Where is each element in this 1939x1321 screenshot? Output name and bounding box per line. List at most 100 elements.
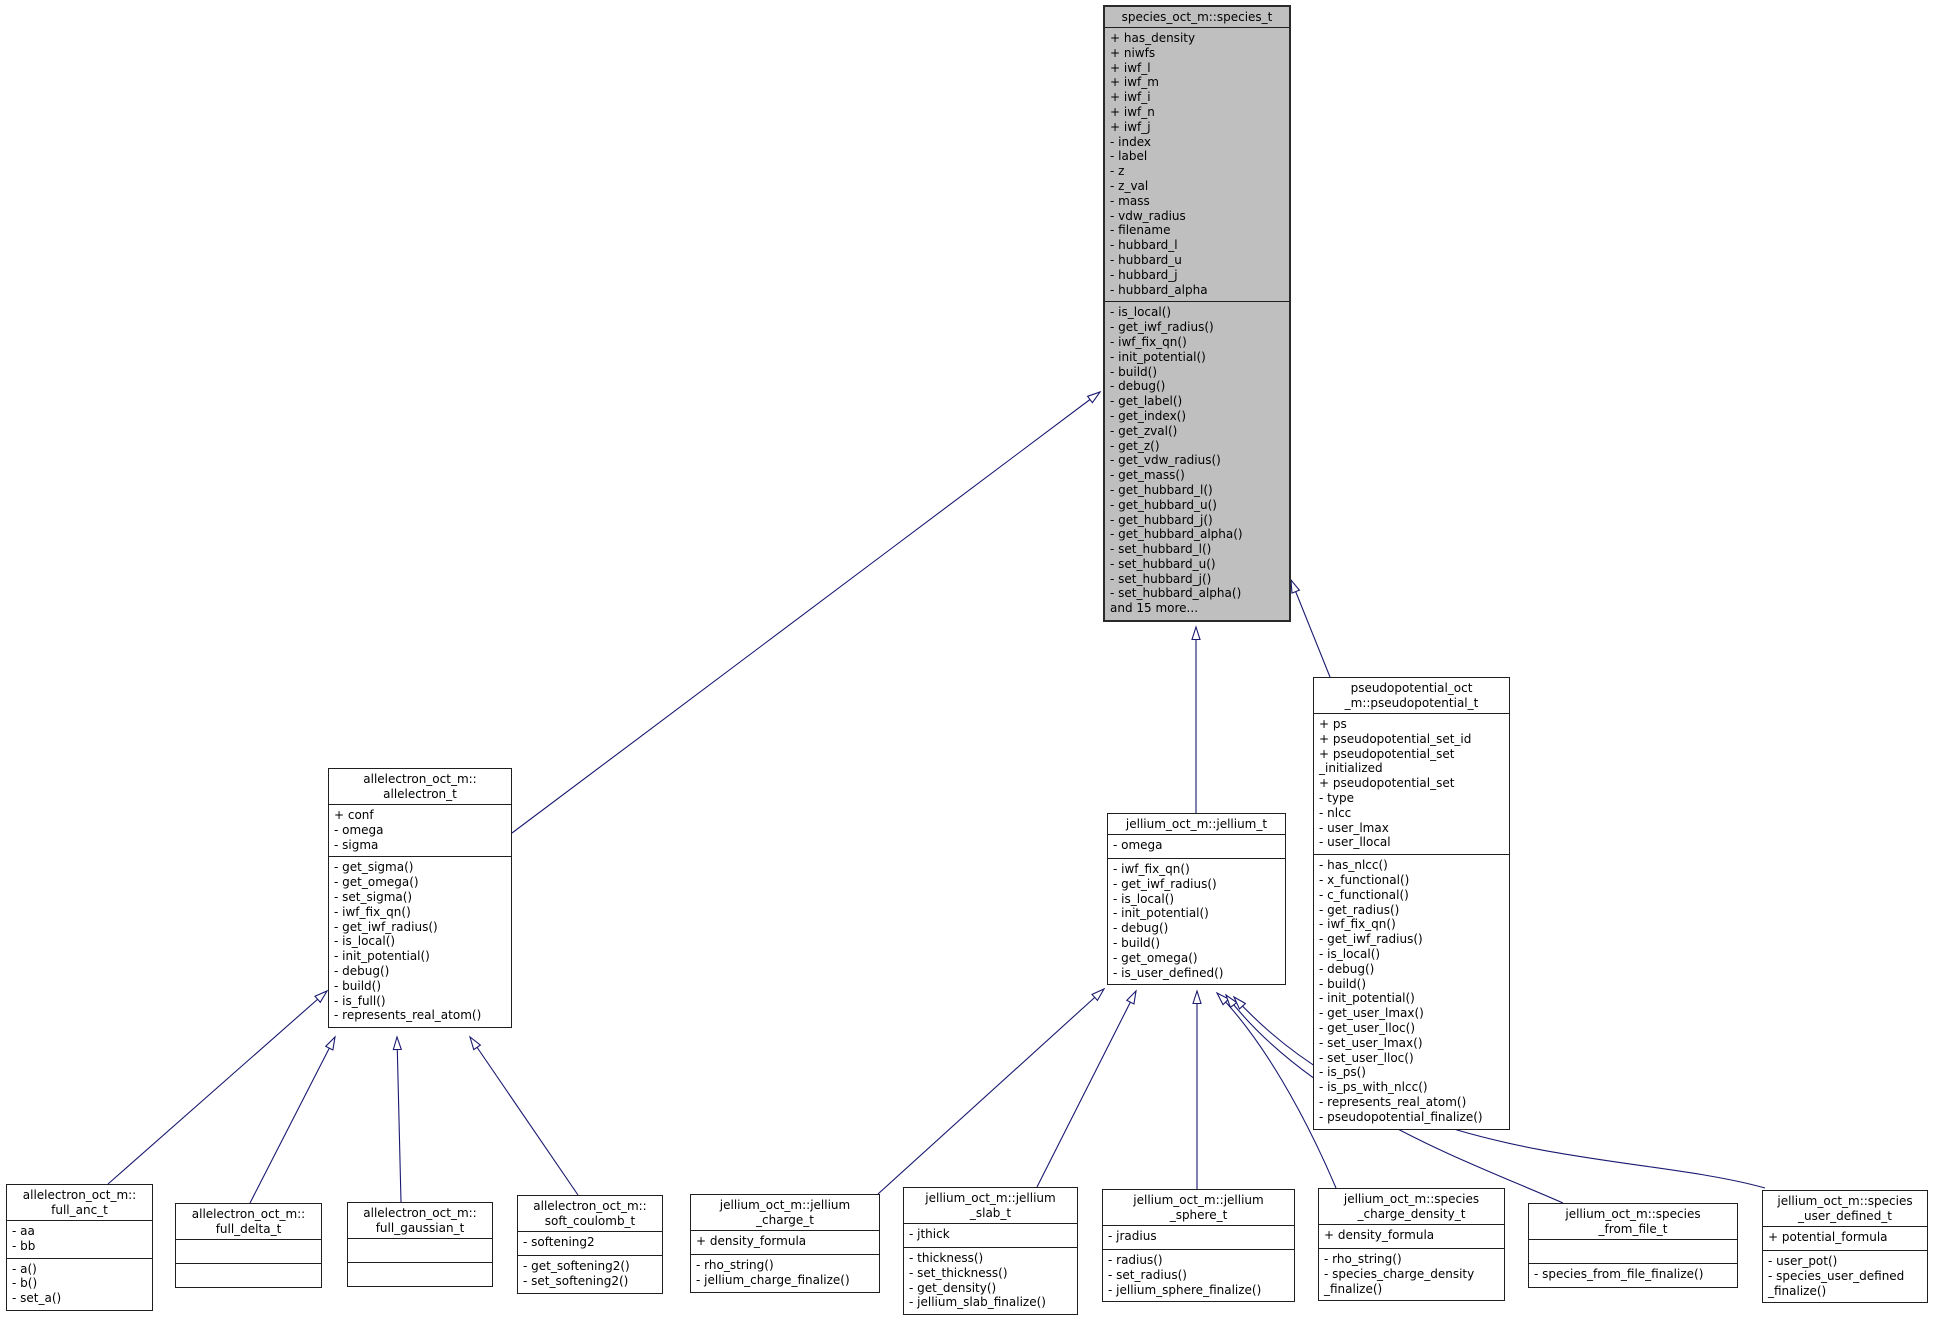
- member-line: - set_user_lmax(): [1319, 1035, 1423, 1050]
- member-line: - hubbard_u: [1110, 252, 1182, 267]
- member-line: - get_hubbard_alpha(): [1110, 527, 1243, 542]
- class-box-species-from-file-t[interactable]: jellium_oct_m::species _from_file_t - sp…: [1528, 1203, 1738, 1288]
- member-line: + conf: [334, 808, 374, 822]
- member-line: + iwf_n: [1110, 104, 1155, 119]
- class-box-pseudopotential-t[interactable]: pseudopotential_oct _m::pseudopotential_…: [1313, 677, 1510, 1130]
- class-title: jellium_oct_m::jellium_t: [1108, 814, 1285, 835]
- class-attributes: + density_formula: [691, 1231, 879, 1254]
- class-box-full-delta-t[interactable]: allelectron_oct_m:: full_delta_t: [175, 1203, 322, 1288]
- class-box-full-anc-t[interactable]: allelectron_oct_m:: full_anc_t - aa- bb …: [6, 1184, 153, 1311]
- class-title: species_oct_m::species_t: [1105, 7, 1289, 28]
- member-line: - is_local(): [334, 934, 396, 949]
- member-line: - get_omega(): [1113, 950, 1198, 965]
- member-line: - is_full(): [334, 993, 386, 1008]
- member-line: - z_val: [1110, 178, 1149, 193]
- member-line: - get_hubbard_l(): [1110, 482, 1213, 497]
- class-box-full-gaussian-t[interactable]: allelectron_oct_m:: full_gaussian_t: [347, 1202, 493, 1287]
- member-line: - get_iwf_radius(): [334, 919, 438, 934]
- member-line: - get_iwf_radius(): [1110, 320, 1214, 335]
- class-methods: - is_local()- get_iwf_radius()- iwf_fix_…: [1105, 301, 1289, 620]
- member-line: + iwf_j: [1110, 119, 1151, 134]
- member-line: - init_potential(): [1319, 991, 1415, 1006]
- class-methods: - rho_string()- jellium_charge_finalize(…: [691, 1254, 879, 1292]
- edge-pseudopotential-to-species: [1290, 578, 1331, 678]
- member-line: - build(): [1110, 364, 1158, 379]
- member-line: - set_a(): [12, 1291, 62, 1306]
- member-line: + pseudopotential_set_id: [1319, 731, 1472, 746]
- member-line: - get_hubbard_j(): [1110, 512, 1213, 527]
- member-line: - debug(): [334, 963, 390, 978]
- class-box-jellium-sphere-t[interactable]: jellium_oct_m::jellium _sphere_t - jradi…: [1102, 1189, 1295, 1303]
- class-methods: - rho_string()- species_charge_density _…: [1319, 1248, 1504, 1300]
- member-line: - user_pot(): [1768, 1254, 1838, 1268]
- class-methods: - a()- b()- set_a(): [7, 1257, 152, 1310]
- member-line: - bb: [12, 1238, 36, 1253]
- class-box-species-t[interactable]: species_oct_m::species_t + has_density+ …: [1103, 5, 1291, 623]
- member-line: - debug(): [1113, 921, 1169, 936]
- class-box-soft-coulomb-t[interactable]: allelectron_oct_m:: soft_coulomb_t - sof…: [517, 1195, 663, 1294]
- member-line: - iwf_fix_qn(): [1113, 862, 1190, 876]
- member-line: - softening2: [523, 1235, 595, 1249]
- member-line: - thickness(): [909, 1251, 984, 1265]
- class-methods: - has_nlcc()- x_functional()- c_function…: [1314, 854, 1509, 1128]
- edge-species-charge-density-to-jellium: [1215, 991, 1337, 1189]
- member-line: - set_sigma(): [334, 889, 413, 904]
- member-line: - set_softening2(): [523, 1273, 629, 1288]
- member-line: - init_potential(): [1113, 906, 1209, 921]
- member-line: - sigma: [334, 837, 379, 852]
- member-line: - nlcc: [1319, 805, 1352, 820]
- member-line: - set_hubbard_alpha(): [1110, 586, 1242, 601]
- member-line: + iwf_i: [1110, 90, 1151, 105]
- class-methods: [176, 1263, 321, 1287]
- class-title: allelectron_oct_m:: soft_coulomb_t: [518, 1196, 662, 1232]
- member-line: + density_formula: [1324, 1228, 1435, 1242]
- class-methods: - thickness()- set_thickness()- get_dens…: [904, 1247, 1077, 1314]
- member-line: - get_vdw_radius(): [1110, 453, 1221, 468]
- class-attributes: - aa- bb: [7, 1221, 152, 1258]
- member-line: - get_user_lmax(): [1319, 1006, 1424, 1021]
- member-line: - get_label(): [1110, 394, 1183, 409]
- member-line: - get_radius(): [1319, 902, 1400, 917]
- member-line: - pseudopotential_finalize(): [1319, 1109, 1483, 1124]
- member-line: - set_hubbard_l(): [1110, 542, 1212, 557]
- class-box-species-user-defined-t[interactable]: jellium_oct_m::species _user_defined_t +…: [1762, 1190, 1928, 1304]
- member-line: - hubbard_alpha: [1110, 282, 1208, 297]
- class-title: jellium_oct_m::jellium _sphere_t: [1103, 1190, 1294, 1226]
- class-box-species-charge-density-t[interactable]: jellium_oct_m::species _charge_density_t…: [1318, 1188, 1505, 1302]
- class-attributes: - jthick: [904, 1224, 1077, 1247]
- member-line: - get_zval(): [1110, 423, 1178, 438]
- class-title: jellium_oct_m::species _charge_density_t: [1319, 1189, 1504, 1225]
- member-line: - is_ps_with_nlcc(): [1319, 1080, 1428, 1095]
- class-box-jellium-slab-t[interactable]: jellium_oct_m::jellium _slab_t - jthick …: [903, 1187, 1078, 1316]
- class-methods: - get_softening2()- set_softening2(): [518, 1255, 662, 1293]
- member-line: - rho_string(): [1324, 1252, 1402, 1266]
- member-line: - get_iwf_radius(): [1113, 876, 1217, 891]
- class-title: jellium_oct_m::species _user_defined_t: [1763, 1191, 1927, 1227]
- class-attributes: [176, 1240, 321, 1263]
- member-line: + has_density: [1110, 31, 1196, 45]
- class-methods: [348, 1262, 492, 1286]
- class-attributes: + density_formula: [1319, 1225, 1504, 1248]
- class-box-jellium-charge-t[interactable]: jellium_oct_m::jellium _charge_t + densi…: [690, 1194, 880, 1293]
- member-line: - jradius: [1108, 1229, 1157, 1243]
- class-attributes: - omega: [1108, 835, 1285, 858]
- class-title: allelectron_oct_m:: allelectron_t: [329, 769, 511, 805]
- member-line: - get_z(): [1110, 438, 1160, 453]
- class-attributes: + ps+ pseudopotential_set_id+ pseudopote…: [1314, 714, 1509, 854]
- member-line: - set_user_lloc(): [1319, 1050, 1414, 1065]
- class-box-jellium-t[interactable]: jellium_oct_m::jellium_t - omega - iwf_f…: [1107, 813, 1286, 986]
- member-line: - set_thickness(): [909, 1265, 1008, 1280]
- member-line: - is_user_defined(): [1113, 965, 1224, 980]
- member-line: - set_hubbard_u(): [1110, 556, 1216, 571]
- class-methods: - species_from_file_finalize(): [1529, 1263, 1737, 1287]
- member-line: - type: [1319, 790, 1354, 805]
- member-line: + density_formula: [696, 1234, 807, 1248]
- member-line: - is_local(): [1319, 946, 1381, 961]
- class-title: allelectron_oct_m:: full_gaussian_t: [348, 1203, 492, 1239]
- class-title: allelectron_oct_m:: full_delta_t: [176, 1204, 321, 1240]
- class-box-allelectron-t[interactable]: allelectron_oct_m:: allelectron_t + conf…: [328, 768, 512, 1029]
- member-line: + pseudopotential_set: [1319, 776, 1455, 791]
- member-line: - index: [1110, 134, 1151, 149]
- member-line: - vdw_radius: [1110, 208, 1186, 223]
